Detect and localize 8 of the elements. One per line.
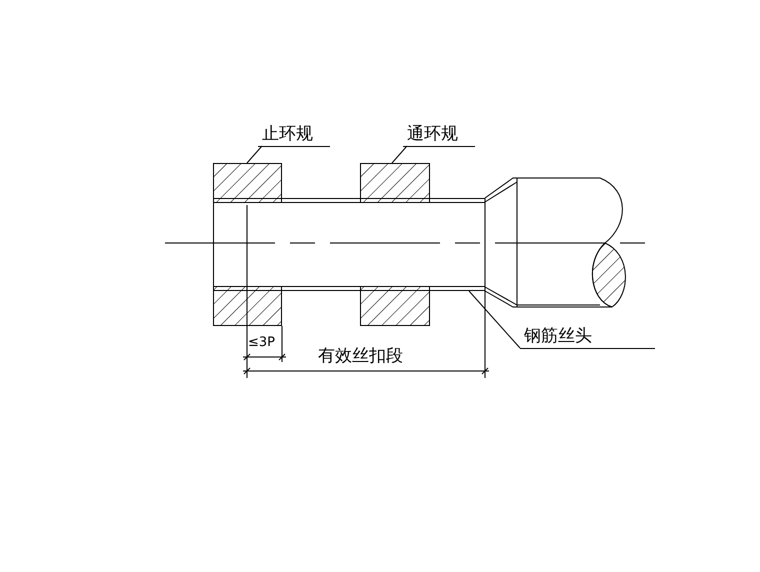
part-label: 钢筋丝头: [523, 325, 593, 348]
dimension-label: ≤3P: [248, 334, 276, 352]
dimension-label: 有效丝扣段: [318, 345, 403, 368]
part-label: 通环规: [406, 123, 459, 146]
leader-line: [468, 290, 520, 348]
leader-line: [246, 146, 262, 164]
part-label: 止环规: [261, 123, 314, 146]
leader-line: [392, 146, 408, 164]
